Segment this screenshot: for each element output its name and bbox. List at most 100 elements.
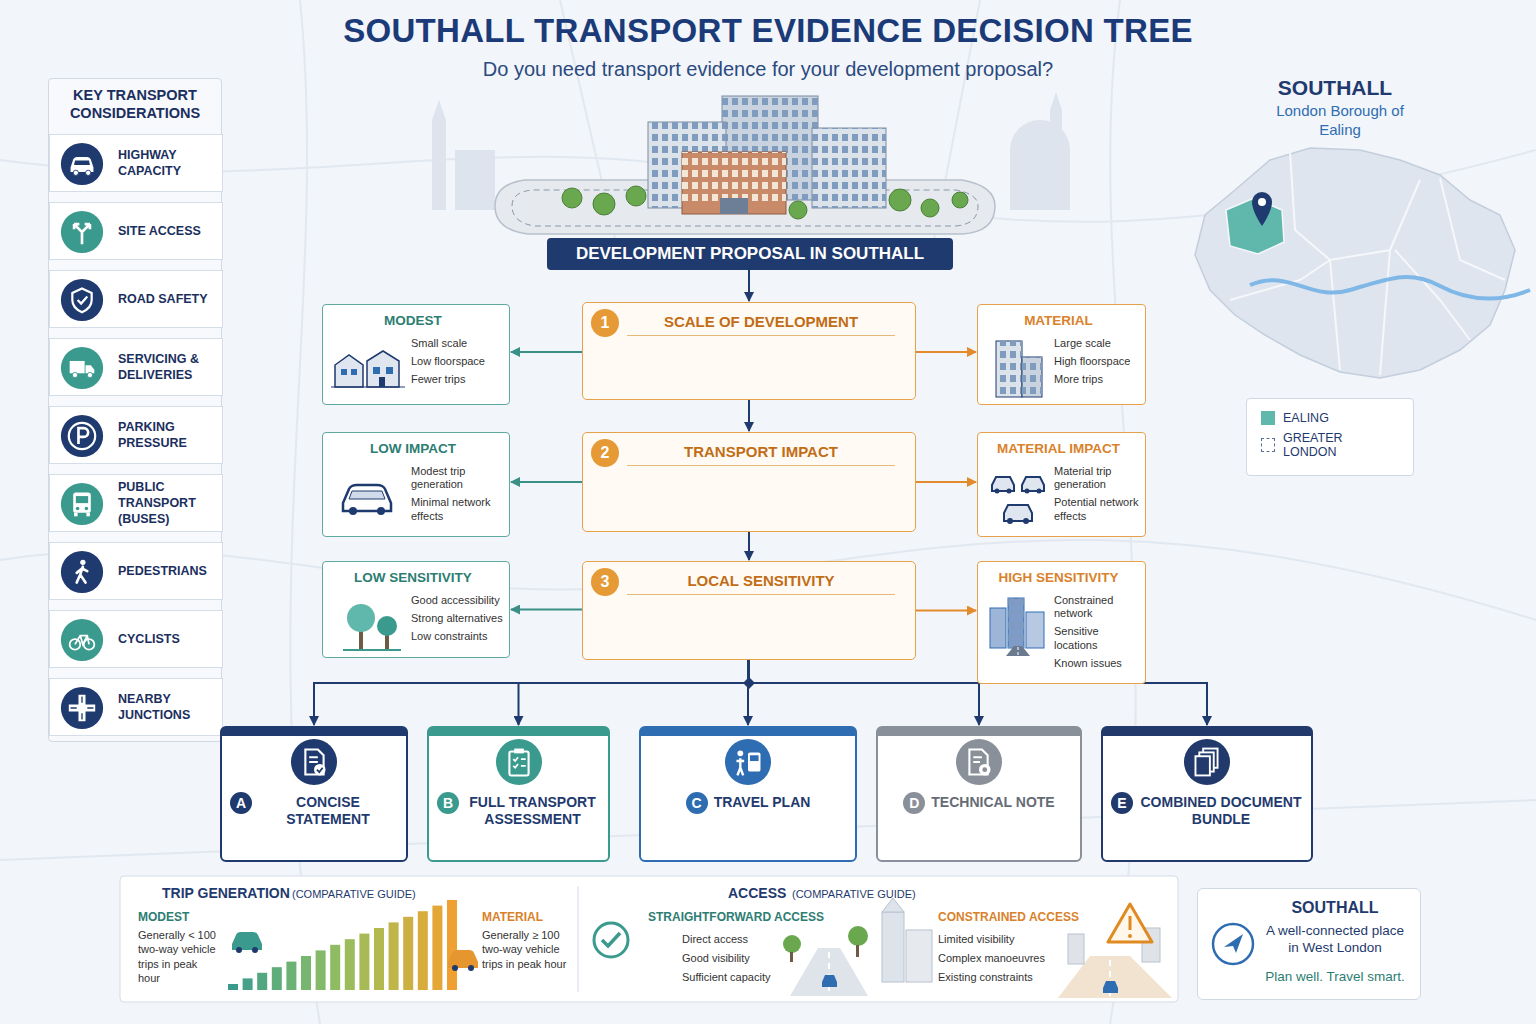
node-text: Plan well. Travel smart. — [1260, 969, 1410, 984]
skyline-part — [432, 120, 446, 210]
outcome-box-part-part-part — [1004, 505, 1032, 521]
outcome-box: LOW SENSITIVITYGood accessibilityStrong … — [322, 561, 510, 658]
legend-sample — [1261, 438, 1275, 452]
consideration-item-part-part — [72, 289, 91, 313]
consideration-item: PEDESTRIANS — [49, 542, 223, 600]
trip-bar — [447, 900, 457, 990]
connector — [748, 532, 750, 560]
output-box-part — [290, 738, 338, 786]
consideration-item-part-part — [69, 695, 95, 721]
bottom-panel-part — [120, 876, 1178, 1002]
borough-map-part — [1230, 152, 1505, 375]
node-text: 1 — [591, 309, 619, 337]
consideration-item-part — [60, 550, 104, 594]
outcome-box-part-part — [1008, 598, 1024, 648]
node-text: PEDESTRIANS — [118, 563, 207, 579]
consideration-item-part — [60, 346, 104, 390]
node-text: C — [686, 792, 708, 814]
connector — [748, 270, 750, 301]
outcome-box-part — [337, 479, 397, 515]
outcome-box-part-part-part — [995, 489, 1000, 494]
page-title: SOUTHALL TRANSPORT EVIDENCE DECISION TRE… — [0, 12, 1536, 50]
node-text: FULL TRANSPORT ASSESSMENT — [465, 792, 600, 828]
consideration-item-part-part — [78, 296, 88, 303]
consideration-item-part-part — [74, 513, 78, 517]
trip-bar — [359, 934, 369, 990]
output-box-part-part — [748, 752, 760, 771]
consideration-item-part-part — [61, 143, 103, 185]
node-text: HIGH SENSITIVITY — [978, 570, 1139, 585]
node-text: MODEST — [138, 910, 189, 924]
outcome-box-part — [339, 596, 403, 652]
consideration-item-part-part — [76, 507, 80, 511]
output-box-part-part — [1195, 756, 1209, 775]
info-card: SOUTHALLA well-connected place in West L… — [1197, 888, 1421, 1000]
consideration-item: SITE ACCESS — [49, 202, 223, 260]
trip-bar — [316, 950, 326, 990]
outcome-box-part — [986, 596, 1050, 656]
output-box-part-part — [956, 739, 1002, 785]
borough-map-part — [1195, 148, 1515, 378]
skyline-part — [432, 100, 446, 120]
access-icons-part — [602, 933, 620, 946]
branch-junction — [743, 677, 755, 689]
development-illustration-part-part — [789, 201, 807, 219]
outcome-box: MODESTSmall scaleLow floorspaceFewer tri… — [322, 304, 510, 405]
outcome-box-part — [988, 337, 1048, 399]
legend-text: GREATER LONDON — [1283, 431, 1399, 459]
info-card-part-part — [1213, 924, 1253, 964]
outcome-box-part-part — [1018, 647, 1019, 655]
outcome-box-part-part — [1006, 646, 1030, 656]
output-box-part-part — [973, 757, 982, 762]
map-title: SOUTHALL — [1235, 76, 1435, 100]
car-icons-part — [252, 947, 258, 953]
output-box-part-part — [979, 764, 991, 776]
trip-bar — [374, 928, 384, 990]
consideration-item: HIGHWAY CAPACITY — [49, 134, 223, 192]
access-icons-part — [906, 930, 932, 982]
access-icons-part — [822, 975, 837, 987]
node-text: HIGHWAY CAPACITY — [118, 147, 218, 180]
node-text: 2 — [591, 439, 619, 467]
outcome-box-part-part-part — [1007, 518, 1013, 524]
consideration-item-part-part — [73, 493, 91, 513]
consideration-item-part-part — [61, 347, 103, 389]
node-text: CYCLISTS — [118, 631, 180, 647]
outcome-box-part-part — [990, 608, 1006, 648]
access-icons-part — [1103, 981, 1118, 993]
consideration-item-part-part — [61, 483, 103, 525]
node-text: E — [1111, 792, 1133, 814]
output-box-part-part — [495, 739, 541, 785]
consideration-item-part — [60, 618, 104, 662]
node-text: B — [437, 792, 459, 814]
outcome-box-part-part — [343, 649, 401, 651]
node-text: Potential network effects — [1054, 496, 1139, 522]
connector — [314, 660, 749, 725]
development-illustration-part — [682, 152, 786, 214]
connector — [519, 660, 750, 725]
output-box: ACONCISE STATEMENT — [220, 726, 408, 862]
node-text: CONCISE STATEMENT — [258, 792, 398, 828]
outcome-box-part-part-part — [992, 477, 1014, 491]
access-icons-part — [1129, 916, 1132, 930]
node-text: SOUTHALL — [1260, 899, 1410, 917]
consideration-item-part-part — [70, 639, 81, 650]
consideration-item-part-part — [86, 170, 91, 175]
outcome-box-part-part — [377, 616, 397, 636]
node-text: KEY TRANSPORT CONSIDERATIONS — [49, 79, 221, 129]
node-text: DEVELOPMENT PROPOSAL IN SOUTHALL — [557, 244, 943, 264]
development-illustration-part-part — [889, 189, 911, 211]
development-illustration-part — [812, 128, 886, 208]
outcome-box-part-part-part — [1007, 489, 1012, 494]
car-icons-part — [468, 965, 474, 971]
car-icons-part — [232, 932, 262, 950]
output-box-part-part — [309, 757, 318, 762]
node-text: SERVICING & DELIVERIES — [118, 351, 218, 384]
consideration-item-part-part — [87, 372, 92, 377]
bottom-panel-part — [578, 886, 579, 992]
legend-box: EALINGGREATER LONDON — [1246, 398, 1414, 476]
consideration-item: ROAD SAFETY — [49, 270, 223, 328]
node-text: Generally < 100 two-way vehicle trips in… — [138, 928, 222, 985]
outcome-box-part-part — [996, 341, 1022, 397]
